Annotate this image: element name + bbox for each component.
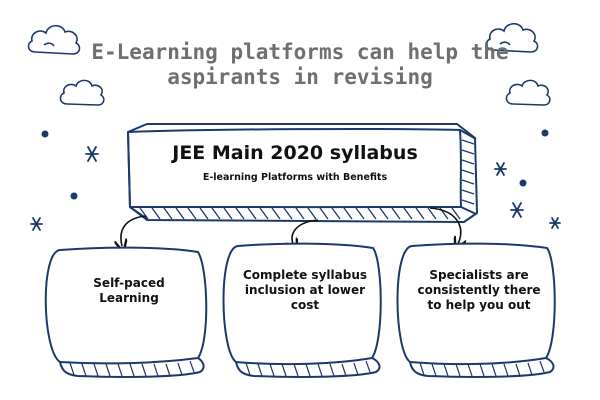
card-hatching — [419, 360, 545, 377]
headline: E-Learning platforms can help the aspira… — [0, 40, 600, 90]
arrow-left — [121, 215, 147, 246]
card-2-line-2: inclusion at lower — [244, 283, 366, 297]
card-1-line-1: Self-paced — [93, 276, 165, 290]
card-hatching — [69, 360, 195, 377]
dot-icon — [41, 130, 49, 138]
star-icon — [494, 162, 507, 176]
main-box-title: JEE Main 2020 syllabus — [172, 142, 418, 164]
card-syllabus — [222, 242, 382, 378]
headline-line-1: E-Learning platforms can help the — [91, 40, 509, 64]
card-3-line-3: to help you out — [427, 298, 531, 312]
star-icon — [85, 146, 99, 162]
cloud-icon — [505, 79, 551, 106]
card-specialists — [396, 242, 556, 378]
card-2-text: Complete syllabus inclusion at lower cos… — [232, 268, 378, 313]
headline-line-2: aspirants in revising — [167, 65, 433, 89]
dot-icon — [519, 179, 527, 187]
star-icon — [30, 217, 43, 231]
star-icon — [510, 202, 524, 218]
dot-icon — [70, 192, 78, 200]
card-3-line-2: consistently there — [417, 283, 541, 297]
cloud-icon — [485, 22, 539, 53]
card-1-text: Self-paced Learning — [62, 276, 196, 306]
card-3-text: Specialists are consistently there to he… — [406, 268, 552, 313]
arrow-center — [292, 219, 319, 246]
card-2-line-1: Complete syllabus — [242, 268, 367, 282]
main-box — [127, 123, 478, 223]
card-3-line-1: Specialists are — [429, 268, 529, 282]
dot-icon — [541, 129, 549, 137]
card-self-paced — [44, 246, 208, 378]
card-hatching — [245, 360, 371, 377]
star-icon — [549, 217, 561, 229]
card-1-line-2: Learning — [99, 291, 159, 305]
card-2-line-3: cost — [290, 298, 320, 312]
cloud-icon — [59, 79, 105, 106]
main-box-hatching — [139, 139, 475, 220]
cloud-icon — [27, 24, 81, 55]
arrow-right — [429, 207, 461, 244]
main-box-subtitle: E-learning Platforms with Benefits — [202, 172, 388, 183]
